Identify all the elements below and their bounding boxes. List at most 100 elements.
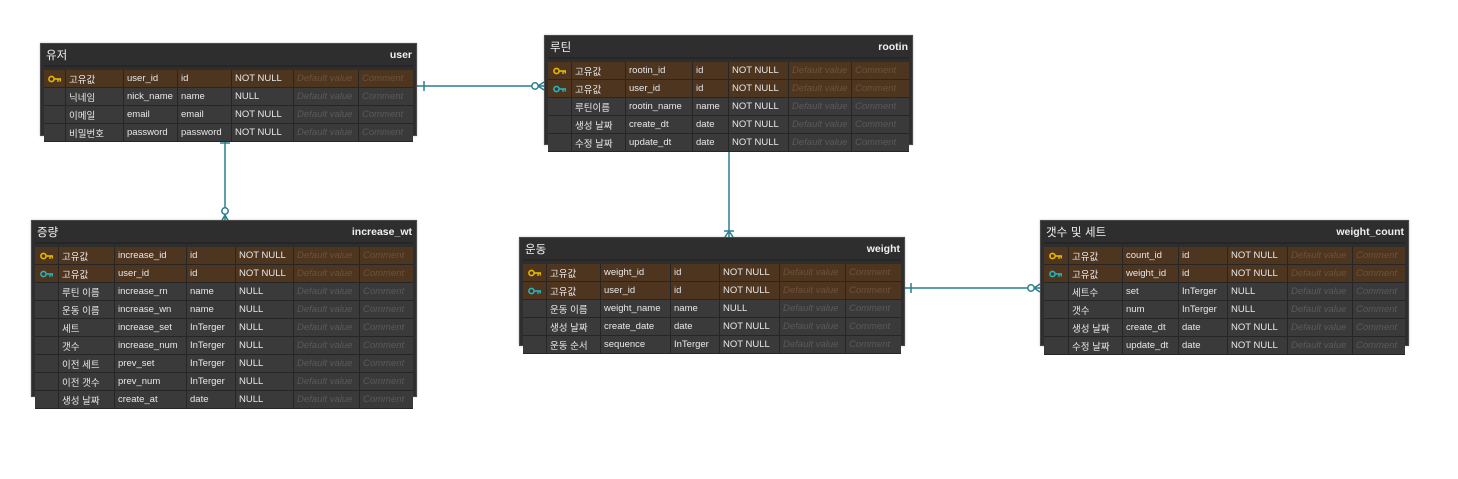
logical-name-cell[interactable]: 갯수 <box>1069 301 1123 318</box>
comment-cell[interactable]: Comment <box>855 119 897 130</box>
default-value-cell[interactable]: Default value <box>294 70 359 87</box>
default-value-cell[interactable]: Default value <box>294 265 360 282</box>
nullable-cell[interactable]: NOT NULL <box>729 98 789 115</box>
physical-name-cell[interactable]: increase_wn <box>115 301 187 318</box>
physical-name-cell[interactable]: rootin_name <box>626 98 693 115</box>
nullable-cell[interactable]: NOT NULL <box>729 116 789 133</box>
data-type-cell[interactable]: id <box>187 247 236 264</box>
physical-name-cell[interactable]: create_at <box>115 391 187 408</box>
comment-cell[interactable]: Comment <box>363 304 405 315</box>
physical-name-cell[interactable]: create_dt <box>626 116 693 133</box>
default-value-cell[interactable]: Default value <box>294 124 359 141</box>
data-type-cell[interactable]: id <box>1179 265 1228 282</box>
logical-name-cell[interactable]: 루틴이름 <box>572 98 626 115</box>
logical-name-cell[interactable]: 고유값 <box>59 247 115 264</box>
physical-name-cell[interactable]: user_id <box>115 265 187 282</box>
comment-cell[interactable]: Comment <box>849 339 891 350</box>
comment-cell[interactable]: Comment <box>363 394 405 405</box>
data-type-cell[interactable]: id <box>1179 247 1228 264</box>
physical-name-cell[interactable]: sequence <box>601 336 671 353</box>
data-type-cell[interactable]: id <box>693 80 729 97</box>
nullable-cell[interactable]: NOT NULL <box>236 247 294 264</box>
logical-name-cell[interactable]: 생성 날짜 <box>547 318 601 335</box>
nullable-cell[interactable]: NOT NULL <box>720 318 780 335</box>
logical-name-cell[interactable]: 고유값 <box>1069 265 1123 282</box>
physical-name-cell[interactable]: update_dt <box>626 134 693 151</box>
default-value-cell[interactable]: Default value <box>294 247 360 264</box>
nullable-cell[interactable]: NULL <box>232 88 294 105</box>
nullable-cell[interactable]: NOT NULL <box>729 80 789 97</box>
logical-name-cell[interactable]: 이전 세트 <box>59 355 115 372</box>
data-type-cell[interactable]: name <box>187 283 236 300</box>
relationship-user-increase-wt[interactable] <box>220 136 230 223</box>
logical-name-cell[interactable]: 닉네임 <box>66 88 124 105</box>
data-type-cell[interactable]: name <box>178 88 232 105</box>
physical-name-cell[interactable]: user_id <box>626 80 693 97</box>
nullable-cell[interactable]: NOT NULL <box>232 106 294 123</box>
comment-cell[interactable]: Comment <box>363 268 405 279</box>
data-type-cell[interactable]: InTerger <box>187 355 236 372</box>
physical-name-cell[interactable]: increase_num <box>115 337 187 354</box>
physical-name-cell[interactable]: create_date <box>601 318 671 335</box>
comment-cell[interactable]: Comment <box>1356 250 1398 261</box>
nullable-cell[interactable]: NOT NULL <box>720 336 780 353</box>
data-type-cell[interactable]: id <box>671 264 720 281</box>
logical-name-cell[interactable]: 비밀번호 <box>66 124 124 141</box>
physical-name-cell[interactable]: user_id <box>124 70 178 87</box>
physical-name-cell[interactable]: password <box>124 124 178 141</box>
nullable-cell[interactable]: NULL <box>236 337 294 354</box>
default-value-cell[interactable]: Default value <box>780 264 846 281</box>
default-value-cell[interactable]: Default value <box>780 300 846 317</box>
physical-name-cell[interactable]: nick_name <box>124 88 178 105</box>
comment-cell[interactable]: Comment <box>362 73 404 84</box>
comment-cell[interactable]: Comment <box>1356 286 1398 297</box>
logical-name-cell[interactable]: 갯수 <box>59 337 115 354</box>
nullable-cell[interactable]: NULL <box>1228 301 1288 318</box>
logical-name-cell[interactable]: 운동 이름 <box>59 301 115 318</box>
default-value-cell[interactable]: Default value <box>294 283 360 300</box>
logical-name-cell[interactable]: 세트수 <box>1069 283 1123 300</box>
comment-cell[interactable]: Comment <box>363 250 405 261</box>
comment-cell[interactable]: Comment <box>1356 340 1398 351</box>
data-type-cell[interactable]: InTerger <box>1179 301 1228 318</box>
physical-name-cell[interactable]: prev_set <box>115 355 187 372</box>
physical-name-cell[interactable]: prev_num <box>115 373 187 390</box>
physical-name-cell[interactable]: email <box>124 106 178 123</box>
default-value-cell[interactable]: Default value <box>789 62 852 79</box>
default-value-cell[interactable]: Default value <box>789 80 852 97</box>
nullable-cell[interactable]: NOT NULL <box>232 70 294 87</box>
nullable-cell[interactable]: NULL <box>236 355 294 372</box>
logical-name-cell[interactable]: 고유값 <box>572 80 626 97</box>
default-value-cell[interactable]: Default value <box>294 301 360 318</box>
default-value-cell[interactable]: Default value <box>294 337 360 354</box>
comment-cell[interactable]: Comment <box>363 376 405 387</box>
physical-name-cell[interactable]: num <box>1123 301 1179 318</box>
data-type-cell[interactable]: id <box>187 265 236 282</box>
data-type-cell[interactable]: email <box>178 106 232 123</box>
data-type-cell[interactable]: id <box>178 70 232 87</box>
nullable-cell[interactable]: NOT NULL <box>1228 247 1288 264</box>
data-type-cell[interactable]: date <box>1179 337 1228 354</box>
default-value-cell[interactable]: Default value <box>294 106 359 123</box>
physical-name-cell[interactable]: rootin_id <box>626 62 693 79</box>
physical-name-cell[interactable]: update_dt <box>1123 337 1179 354</box>
default-value-cell[interactable]: Default value <box>789 134 852 151</box>
logical-name-cell[interactable]: 고유값 <box>547 282 601 299</box>
